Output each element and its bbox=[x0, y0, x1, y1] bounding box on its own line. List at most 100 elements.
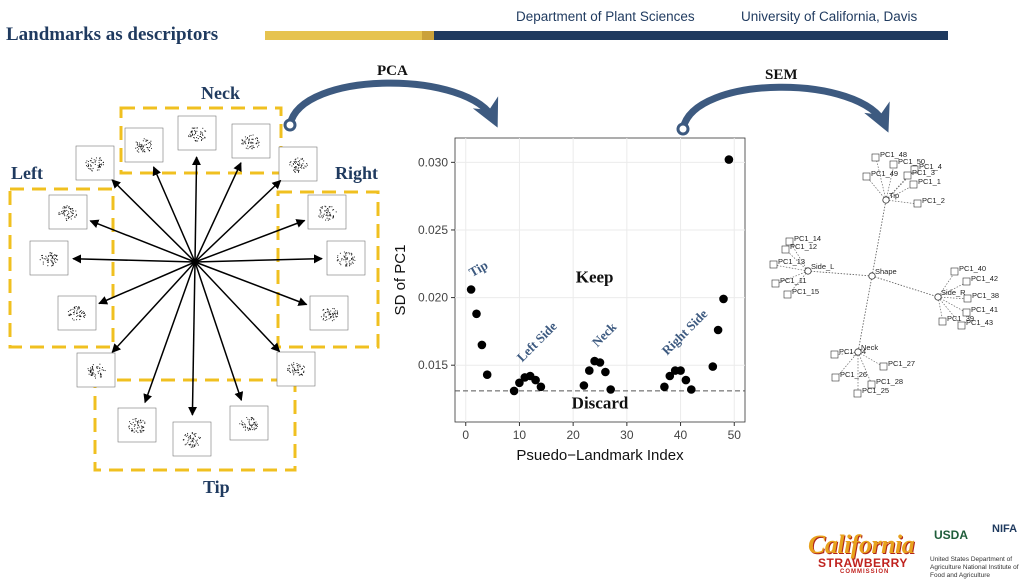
landmark-thumbnail bbox=[309, 295, 349, 331]
sem-indicator-label: PC1_15 bbox=[792, 287, 819, 296]
data-point bbox=[660, 382, 669, 392]
sem-indicator-label: PC1_13 bbox=[778, 257, 805, 266]
x-tick-label: 40 bbox=[674, 428, 688, 442]
sem-latent-node bbox=[882, 196, 890, 204]
landmark-thumbnail bbox=[75, 145, 115, 181]
sem-path bbox=[807, 270, 873, 277]
data-point bbox=[687, 385, 696, 394]
sem-indicator-box bbox=[831, 373, 840, 382]
landmark-thumbnail bbox=[172, 421, 212, 457]
sem-path bbox=[937, 281, 968, 298]
sem-indicator-label: PC1_42 bbox=[971, 274, 998, 283]
sem-latent-node bbox=[868, 272, 876, 280]
data-point bbox=[585, 366, 594, 375]
x-tick-label: 20 bbox=[566, 428, 580, 442]
sem-curved-arrow bbox=[679, 83, 890, 133]
sem-indicator-label: PC1_24 bbox=[839, 347, 866, 356]
x-tick-label: 0 bbox=[462, 428, 469, 442]
sem-path bbox=[871, 275, 939, 298]
x-tick-label: 30 bbox=[620, 428, 634, 442]
strawberry-logo-text: STRAWBERRY bbox=[818, 556, 908, 570]
sem-indicator-box bbox=[903, 171, 912, 180]
x-tick-label: 50 bbox=[728, 428, 742, 442]
sem-indicator-box bbox=[909, 180, 918, 189]
group-label-left: Left bbox=[11, 163, 43, 183]
sem-indicator-box bbox=[910, 165, 919, 174]
sem-indicator-box bbox=[962, 277, 971, 286]
sem-indicator-box bbox=[785, 237, 794, 246]
data-point bbox=[681, 375, 691, 385]
landmark-arrow bbox=[72, 254, 196, 264]
sem-indicator-box bbox=[783, 290, 792, 299]
pca-curved-arrow bbox=[286, 79, 499, 128]
sem-path bbox=[885, 184, 915, 201]
sem-indicator-label: PC1_4 bbox=[919, 162, 942, 171]
landmark-arrow bbox=[188, 261, 198, 416]
sem-latent-node bbox=[804, 267, 812, 275]
sem-path bbox=[785, 249, 809, 272]
sem-indicator-box bbox=[879, 362, 888, 371]
title-bar-gold bbox=[265, 31, 422, 40]
sem-arrow-start bbox=[676, 122, 690, 136]
pca-label: PCA bbox=[377, 63, 408, 79]
sem-path bbox=[866, 176, 887, 201]
sem-indicator-box bbox=[771, 279, 780, 288]
landmark-arrow bbox=[194, 179, 282, 263]
title-bar-gold-dark bbox=[422, 31, 434, 40]
data-point bbox=[477, 340, 487, 350]
y-tick-label: 0.015 bbox=[418, 358, 448, 372]
y-tick-label: 0.030 bbox=[418, 155, 448, 169]
data-point bbox=[595, 358, 605, 367]
sem-indicator-box bbox=[950, 267, 959, 276]
x-tick-label: 10 bbox=[513, 428, 527, 442]
sem-label: SEM bbox=[765, 67, 798, 83]
landmark-thumbnail bbox=[231, 123, 271, 159]
data-point bbox=[601, 367, 610, 377]
data-point bbox=[509, 386, 519, 396]
usda-logo: USDA bbox=[934, 528, 969, 542]
sem-indicator-label: PC1_11 bbox=[780, 276, 807, 285]
sem-indicator-box bbox=[871, 153, 880, 162]
data-point bbox=[724, 155, 734, 164]
group-label-neck: Neck bbox=[201, 83, 240, 103]
sem-indicator-label: PC1_27 bbox=[888, 359, 915, 368]
sem-latent-label: Tip bbox=[889, 191, 899, 200]
landmark-thumbnail bbox=[29, 240, 69, 276]
y-tick-label: 0.020 bbox=[418, 291, 448, 305]
landmark-arrow bbox=[143, 261, 196, 404]
chart-annotation: Keep bbox=[576, 268, 614, 287]
sem-indicator-label: PC1_28 bbox=[876, 377, 903, 386]
sem-indicator-label: PC1_41 bbox=[971, 305, 998, 314]
data-point bbox=[515, 378, 524, 388]
pca-arrow bbox=[283, 79, 499, 132]
sem-path bbox=[857, 351, 873, 386]
slide-title: Landmarks as descriptors bbox=[6, 24, 219, 45]
sem-indicator-box bbox=[853, 389, 862, 398]
sem-indicator-label: PC1_1 bbox=[918, 177, 941, 186]
landmark-circle bbox=[8, 106, 380, 472]
california-logo: California bbox=[808, 530, 915, 559]
sem-path bbox=[875, 157, 887, 201]
title-bar-navy bbox=[434, 31, 948, 40]
sem-indicator-label: PC1_25 bbox=[862, 386, 889, 395]
plot-panel bbox=[454, 137, 746, 423]
sem-latent-node bbox=[934, 293, 942, 301]
nifa-logo: NIFA bbox=[992, 523, 1018, 535]
data-point bbox=[708, 362, 718, 371]
x-axis-label: Psuedo−Landmark Index bbox=[516, 447, 684, 464]
sem-path bbox=[937, 296, 963, 327]
sem-path bbox=[787, 270, 809, 296]
sem-path bbox=[937, 296, 969, 300]
sem-indicator-label: PC1_3 bbox=[912, 168, 935, 177]
sem-indicator-box bbox=[867, 380, 876, 389]
neck-group-box bbox=[119, 106, 283, 175]
landmark-thumbnail bbox=[117, 407, 157, 443]
right-group-box bbox=[276, 190, 380, 349]
group-label-tip: Tip bbox=[203, 477, 230, 497]
landmark-arrow bbox=[194, 254, 323, 264]
sem-latent-node bbox=[854, 348, 862, 356]
data-point bbox=[482, 370, 492, 380]
landmark-arrow bbox=[111, 179, 196, 263]
data-point bbox=[719, 294, 728, 304]
